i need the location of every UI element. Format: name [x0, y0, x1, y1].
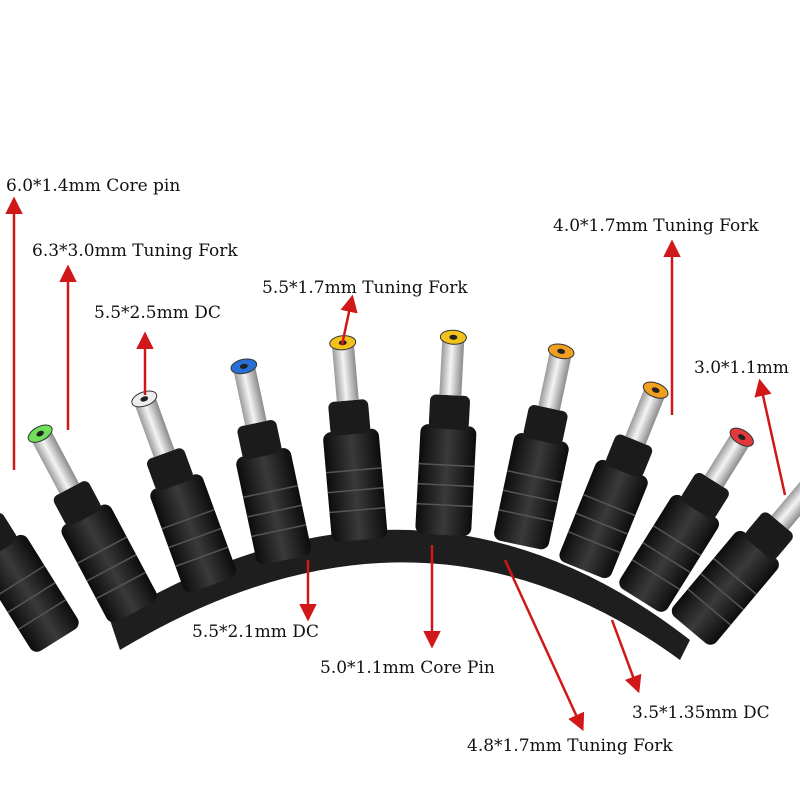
- plug-5-0x1-1: [415, 329, 477, 537]
- label-4-0x1-7-tuning-fork: 4.0*1.7mm Tuning Fork: [553, 216, 759, 236]
- arrow-5-5x1-7: [340, 294, 358, 346]
- arrow-3-5x1-35: [610, 619, 642, 694]
- label-5-5x2-5-dc: 5.5*2.5mm DC: [94, 303, 221, 323]
- plug-4-8x1-7: [494, 343, 575, 550]
- plug-6-3x3-0: [27, 424, 157, 623]
- label-6-3x3-0-tuning-fork: 6.3*3.0mm Tuning Fork: [32, 241, 238, 261]
- plug-5-5x1-7: [323, 335, 388, 542]
- arrow-4-8x1-7: [503, 559, 585, 732]
- label-5-5x1-7-tuning-fork: 5.5*1.7mm Tuning Fork: [262, 278, 468, 298]
- plug-5-5x2-1: [230, 358, 311, 565]
- holder-tray: [110, 529, 690, 660]
- plug-4-0x1-7: [559, 381, 669, 579]
- label-6-0x1-4-core-pin: 6.0*1.4mm Core pin: [6, 176, 181, 196]
- arrow-layer: [5, 196, 787, 732]
- plug-5-5x2-5: [131, 390, 237, 593]
- label-5-0x1-1-core-pin: 5.0*1.1mm Core Pin: [320, 658, 495, 678]
- label-3-0x1-1: 3.0*1.1mm: [694, 358, 789, 378]
- label-3-5x1-35-dc: 3.5*1.35mm DC: [632, 703, 770, 723]
- plug-set: [0, 329, 800, 652]
- label-4-8x1-7-tuning-fork: 4.8*1.7mm Tuning Fork: [467, 736, 673, 756]
- arrow-3-0x1-1: [754, 378, 787, 496]
- plug-6-0x1-4: [0, 512, 79, 652]
- label-5-5x2-1-dc: 5.5*2.1mm DC: [192, 622, 319, 642]
- plug-3-0x1-1: [671, 475, 800, 645]
- plug-3-5x1-35: [619, 427, 754, 612]
